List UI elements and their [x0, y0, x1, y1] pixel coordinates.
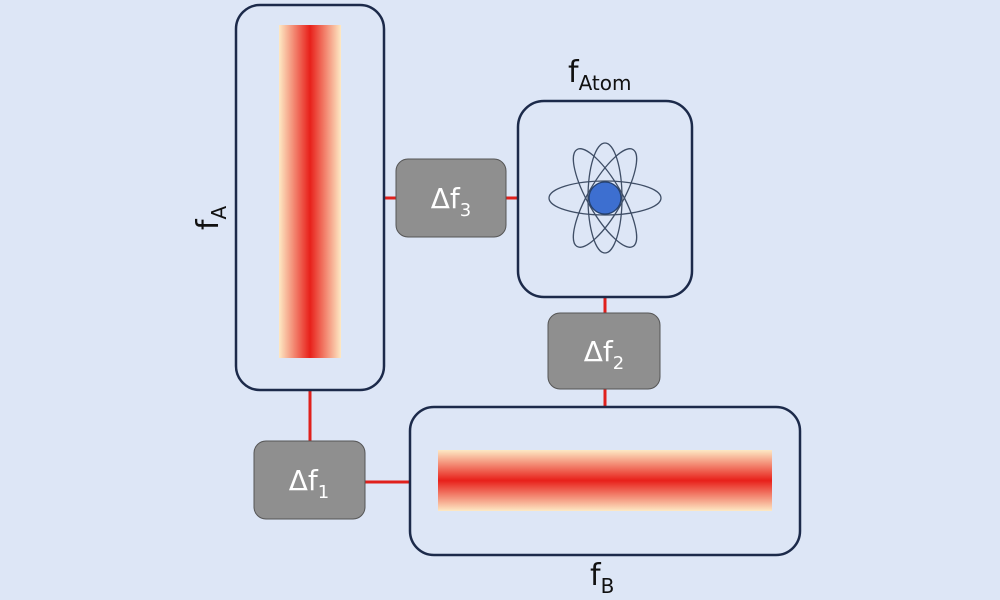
cavity-b [408, 405, 802, 557]
label-f-a: fA [191, 205, 231, 230]
label-f-atom: fAtom [568, 55, 631, 95]
cavity-a [234, 3, 386, 392]
delta-f2-box: Δf2 [547, 312, 661, 390]
svg-text:Δf2: Δf2 [584, 335, 624, 374]
svg-text:Δf3: Δf3 [431, 182, 471, 221]
delta-f3-box: Δf3 [395, 158, 507, 238]
beam-horizontal [438, 450, 772, 511]
svg-text:Δf1: Δf1 [289, 464, 329, 503]
beam-vertical [279, 25, 341, 358]
label-f-b: fB [590, 558, 614, 598]
connectors [308, 196, 607, 484]
delta-f1-box: Δf1 [253, 440, 366, 520]
atom-icon [548, 142, 662, 254]
atom-box [516, 99, 694, 299]
